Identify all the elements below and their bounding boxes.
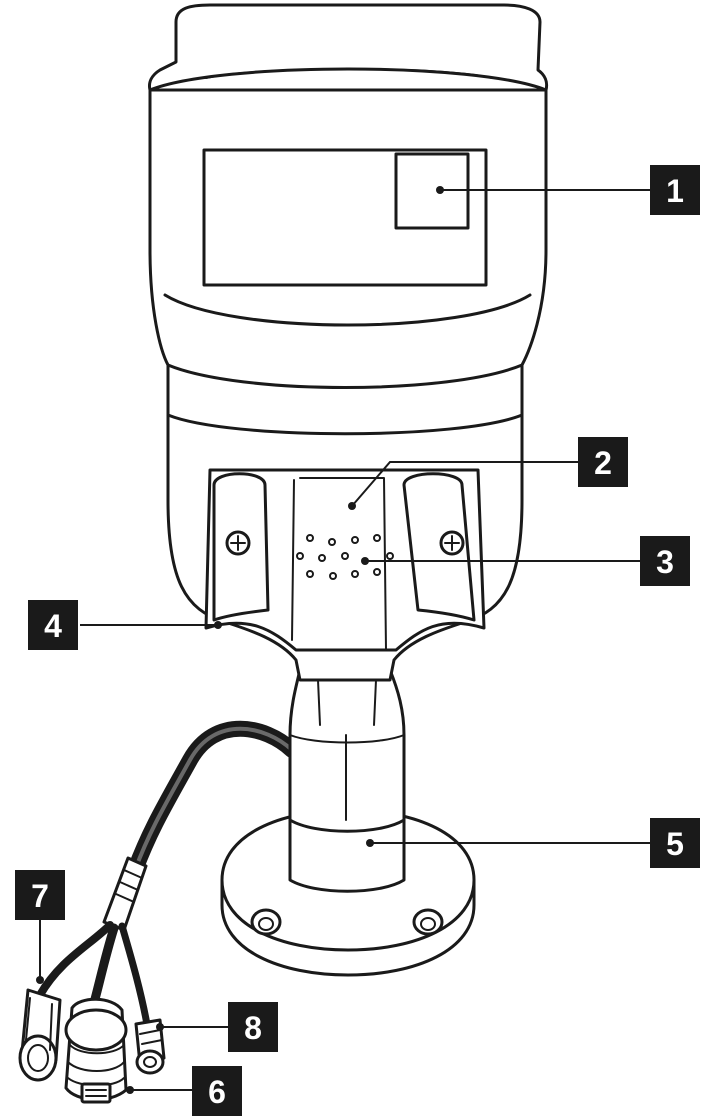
callout-4-label: 4 [44,608,62,644]
callout-7: 7 [15,870,65,920]
callout-3-label: 3 [656,544,674,580]
callout-5: 5 [650,818,700,868]
sun-shield [148,3,549,92]
callout-5-label: 5 [666,826,684,862]
callout-2-label: 2 [594,445,612,481]
callout-7-label: 7 [31,878,49,914]
cable-splitter [102,856,148,932]
callout-6-label: 6 [208,1074,226,1110]
auxiliary-connector [134,1018,166,1075]
callout-8-label: 8 [244,1010,262,1046]
network-connector [64,997,128,1104]
callout-6: 6 [192,1066,242,1116]
callout-2: 2 [578,437,628,487]
callout-1: 1 [650,165,700,215]
callout-3: 3 [640,536,690,586]
power-connector [18,988,62,1082]
callout-8: 8 [228,1002,278,1052]
main-cable [127,720,300,878]
mounting-bracket [220,668,476,977]
cable-assembly [18,720,300,1104]
callout-4: 4 [28,600,78,650]
callout-1-label: 1 [666,173,684,209]
screw-right [439,530,465,556]
speaker-grille [296,534,394,580]
branch-cable-reset [118,922,152,1034]
base-screw-hole-left [250,908,282,936]
leader-lines [36,186,650,1094]
branch-cable-power [36,921,114,999]
screw-left [225,530,251,556]
base-screw-hole-right [412,908,444,936]
camera-body [148,3,549,682]
